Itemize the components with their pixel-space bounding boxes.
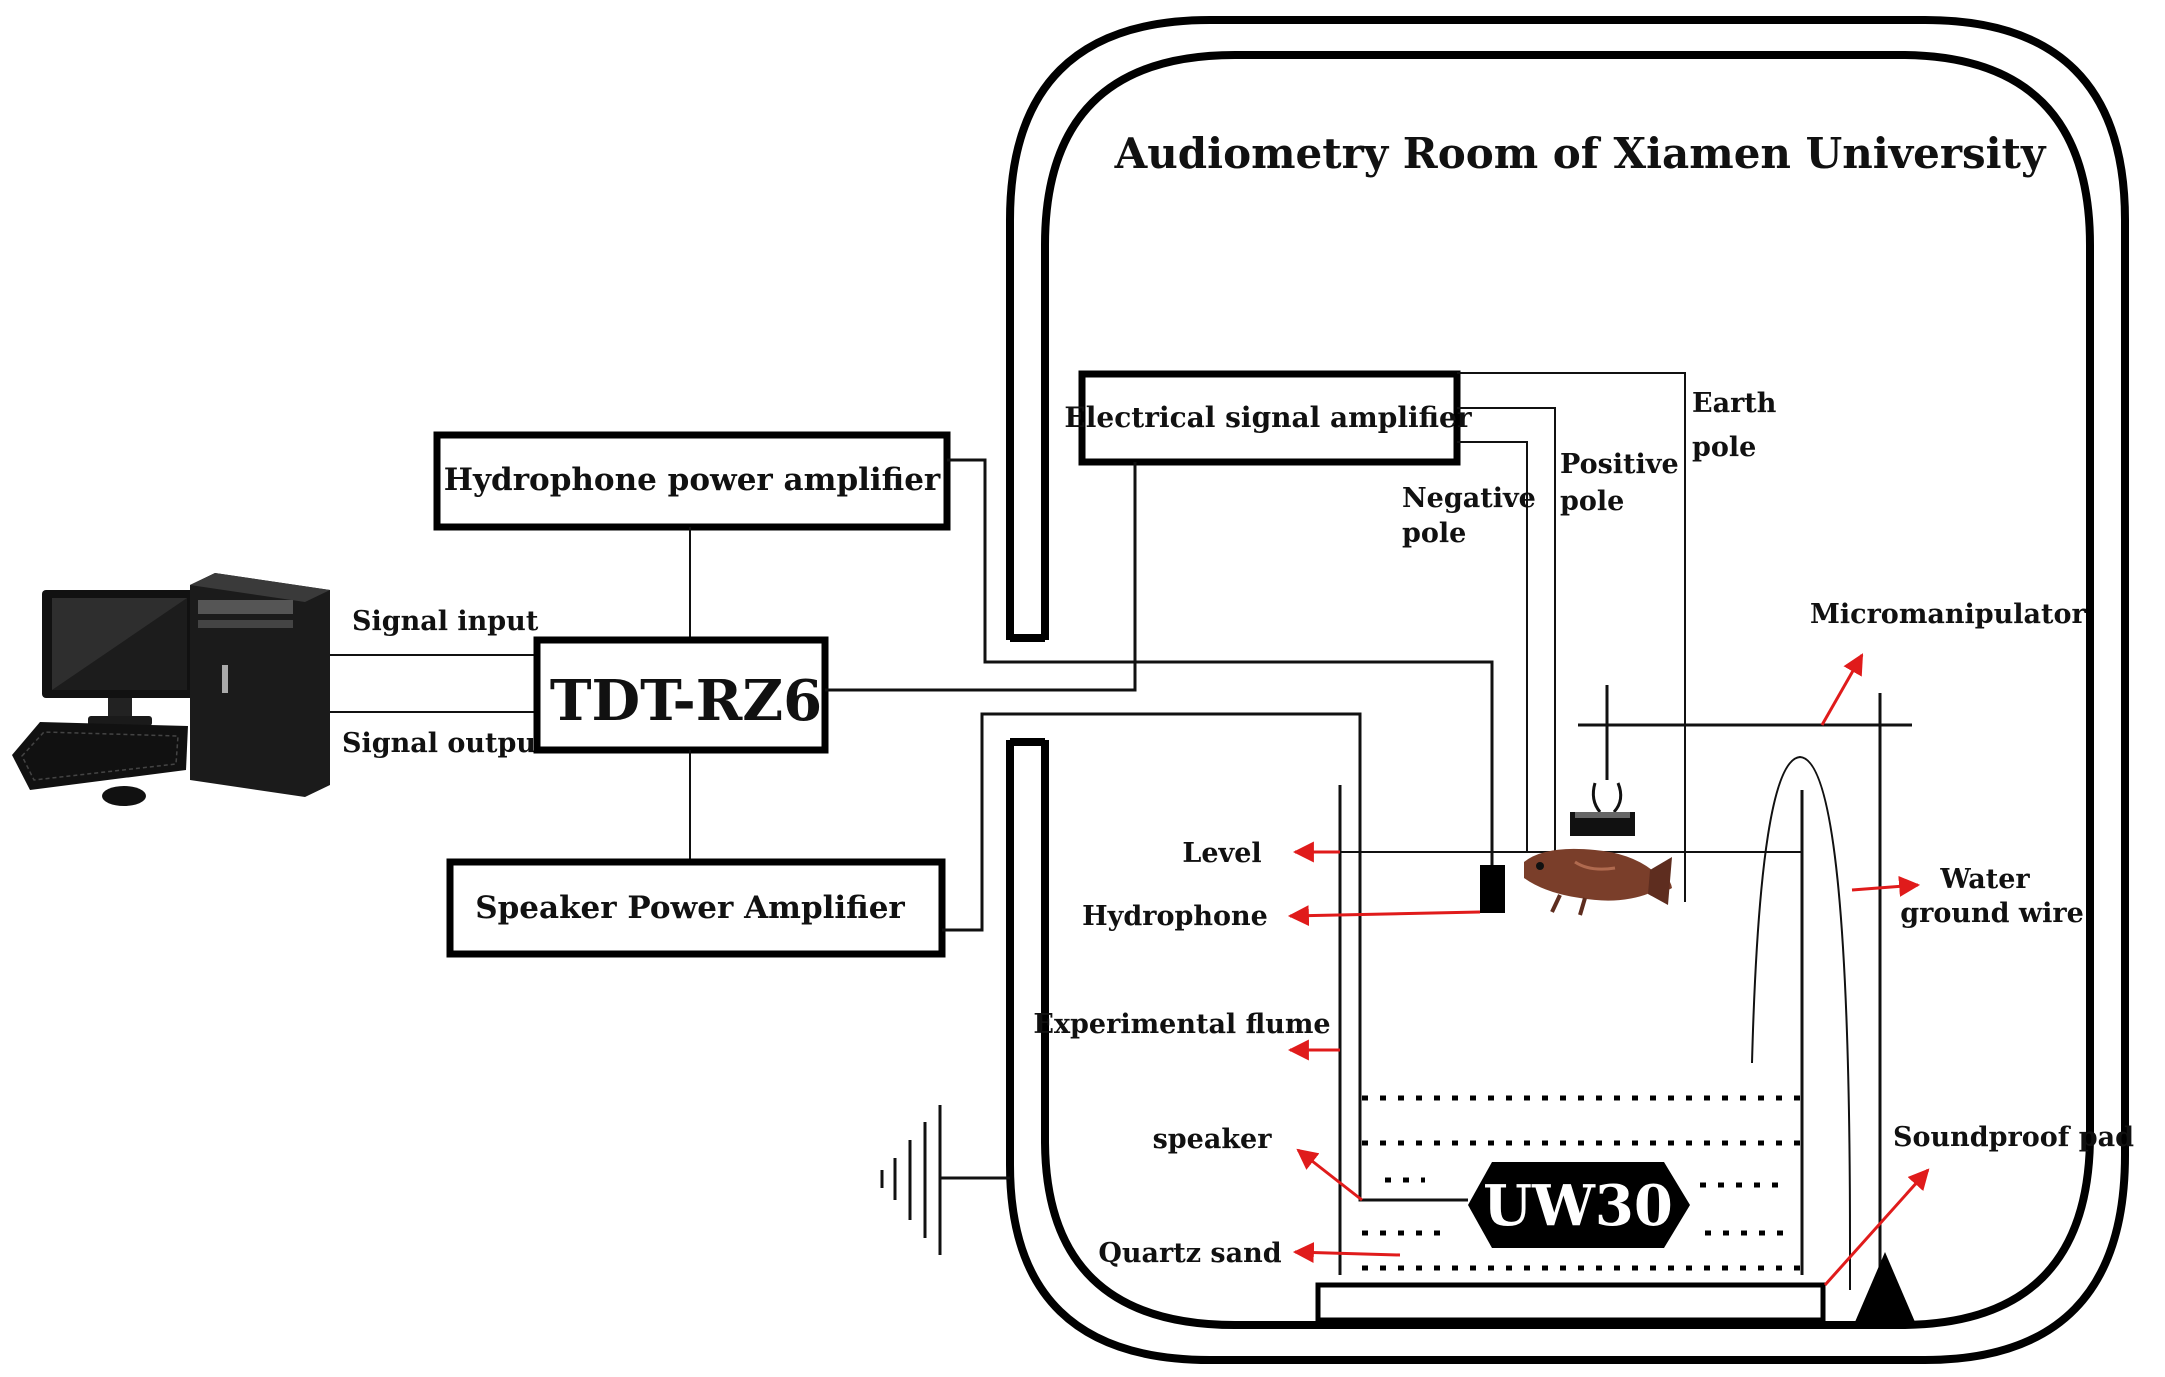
negative-pole-wire <box>1457 441 1528 852</box>
hydrophone-cable <box>947 458 1494 875</box>
soundproof-pad-arrow <box>1823 1168 1930 1287</box>
hydrophone-label: Hydrophone <box>1082 901 1268 932</box>
quartz-sand-label: Quartz sand <box>1098 1238 1281 1269</box>
water-ground-wire-label-line1: Water <box>1939 864 2030 895</box>
speaker-cable <box>942 712 1468 1202</box>
signal-output-label: Signal output <box>342 728 549 759</box>
flume-base <box>1315 1282 1826 1323</box>
hydrophone-power-amplifier-label: Hydrophone power amplifier <box>444 462 941 498</box>
room-title: Audiometry Room of Xiamen University <box>1114 129 2047 178</box>
fish-icon <box>1524 848 1672 916</box>
speaker-power-amplifier-box: Speaker Power Amplifier <box>446 858 946 958</box>
electrical-signal-amplifier-box: Electrical signal amplifier <box>1064 370 1473 466</box>
soundproof-pad-label: Soundproof pad <box>1893 1122 2134 1153</box>
speaker-power-amplifier-label: Speaker Power Amplifier <box>475 890 905 926</box>
soundproof-pad <box>1855 1252 1915 1322</box>
uw30-speaker: UW30 <box>1468 1162 1690 1248</box>
hydrophone-arrow <box>1287 905 1481 927</box>
room-inner-wall <box>1041 51 2094 1329</box>
water-ground-wire <box>1751 755 1851 1290</box>
positive-pole-label-line1: Positive <box>1560 449 1679 480</box>
positive-pole-wire <box>1457 407 1556 855</box>
earth-pole-label-line1: Earth <box>1692 388 1777 419</box>
mouse <box>102 786 146 806</box>
water-ground-wire-label-line2: ground wire <box>1900 898 2084 929</box>
tower <box>190 573 330 797</box>
tdt-rz6-label: TDT-RZ6 <box>550 668 822 734</box>
room-outer-wall <box>1006 16 2129 1364</box>
computer-icon <box>12 573 330 806</box>
electrical-signal-amplifier-label: Electrical signal amplifier <box>1064 401 1472 434</box>
quartz-sand-arrow <box>1292 1242 1401 1264</box>
level-label: Level <box>1182 838 1261 869</box>
keyboard <box>12 722 188 790</box>
speaker-label: speaker <box>1153 1124 1273 1155</box>
binder-clip-icon <box>1570 782 1635 836</box>
experimental-flume <box>1315 785 1826 1323</box>
ground-symbol-icon <box>880 1105 1010 1255</box>
micromanipulator <box>1570 685 1912 1318</box>
signal-input-label: Signal input <box>352 606 539 637</box>
experimental-flume-label: Experimental flume <box>1033 1009 1330 1040</box>
micromanipulator-label: Micromanipulator <box>1810 599 2087 630</box>
hydrophone-icon <box>1480 865 1505 913</box>
tdt-rz6-box: TDT-RZ6 <box>533 636 829 754</box>
uw30-label: UW30 <box>1483 1173 1673 1239</box>
hydrophone-power-amplifier-box: Hydrophone power amplifier <box>433 431 951 531</box>
water-ground-wire-arrow <box>1851 875 1921 897</box>
earth-pole-label-line2: pole <box>1692 432 1756 463</box>
positive-pole-label-line2: pole <box>1560 486 1624 517</box>
tdt-to-esa-cable <box>825 462 1137 692</box>
speaker-arrow <box>1296 1148 1363 1202</box>
audiometry-room: Audiometry Room of Xiamen University <box>1006 16 2129 1364</box>
micromanipulator-arrow <box>1820 653 1864 726</box>
negative-pole-label-line2: pole <box>1402 518 1466 549</box>
negative-pole-label-line1: Negative <box>1402 483 1536 514</box>
